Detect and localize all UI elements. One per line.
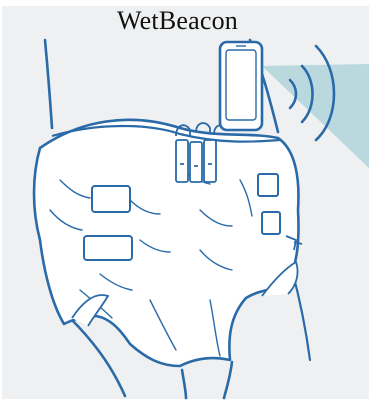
tab-right-lower xyxy=(262,212,280,234)
tab-left-lower xyxy=(84,236,132,260)
tab-right-upper xyxy=(258,174,278,196)
torso-outline xyxy=(45,40,52,128)
smartphone-icon xyxy=(220,42,262,130)
left-leg xyxy=(70,318,125,396)
diaper-body xyxy=(34,120,299,366)
tab-left-upper xyxy=(92,186,130,212)
right-leg-inner xyxy=(182,370,186,398)
right-leg-outer xyxy=(224,362,232,398)
figure-title: WetBeacon xyxy=(0,6,355,36)
